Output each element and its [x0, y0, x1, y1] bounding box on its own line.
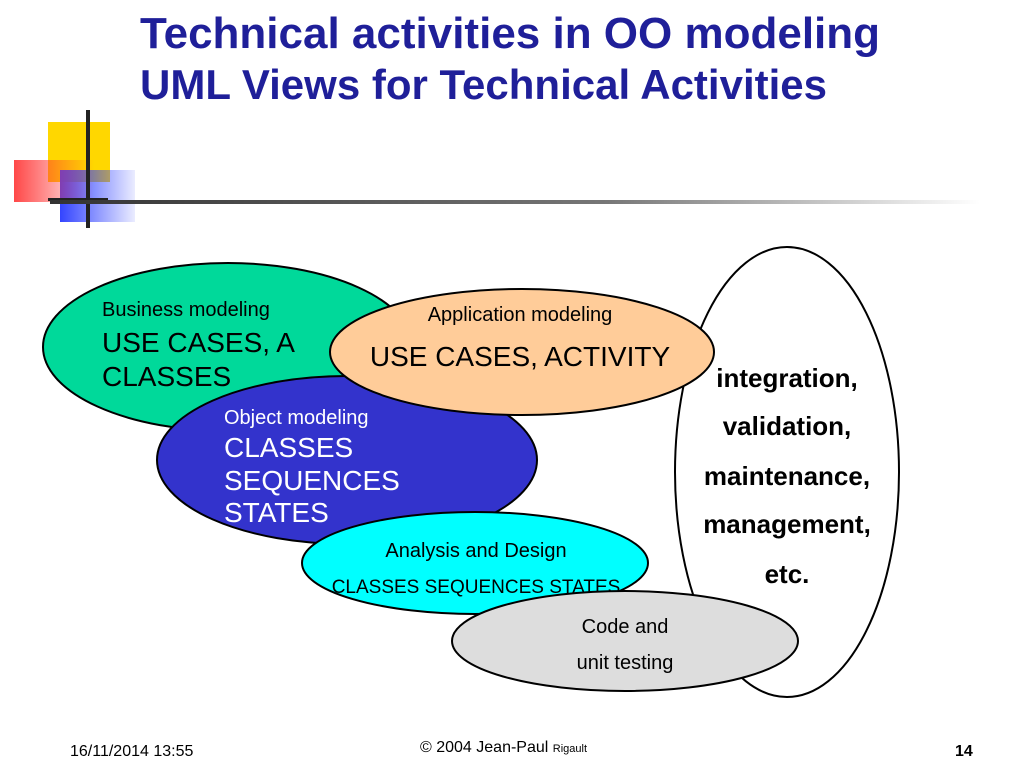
title-block: Technical activities in OO modeling UML …: [140, 8, 1000, 110]
integration-line1: integration,: [716, 363, 858, 393]
analysis-design-ellipse: [301, 511, 649, 615]
title-underline: [50, 200, 980, 204]
object-modeling-line1: CLASSES: [224, 432, 353, 463]
object-modeling-line2: SEQUENCES: [224, 465, 400, 496]
integration-ellipse: [674, 246, 900, 698]
object-modeling-line3: STATES: [224, 497, 329, 528]
footer-copyright-small: Rigault: [552, 743, 588, 755]
analysis-design-heading: Analysis and Design: [385, 540, 566, 562]
decorative-logo-icon: [14, 110, 135, 228]
integration-line3: maintenance,: [704, 461, 870, 491]
code-testing-line2: unit testing: [577, 652, 674, 674]
analysis-design-line1: CLASSES SEQUENCES STATES: [332, 577, 621, 598]
slide-subtitle: UML Views for Technical Activities: [140, 61, 827, 108]
application-modeling-line1: USE CASES, ACTIVITY: [370, 341, 671, 372]
code-testing-ellipse: [451, 590, 799, 692]
integration-line4: management,: [703, 509, 871, 539]
footer-page-number: 14: [955, 743, 973, 760]
application-modeling-heading: Application modeling: [428, 304, 613, 326]
slide-title: Technical activities in OO modeling: [140, 9, 881, 58]
business-modeling-line2: CLASSES: [102, 361, 231, 392]
application-modeling-ellipse: [329, 288, 715, 416]
code-testing-line1: Code and: [582, 616, 669, 638]
object-modeling-heading: Object modeling: [224, 407, 369, 429]
footer-copyright-text: © 2004 Jean-Paul: [420, 739, 549, 756]
business-modeling-heading: Business modeling: [102, 299, 270, 321]
footer-copyright: © 2004 Jean-Paul Rigault: [420, 739, 587, 757]
integration-line2: validation,: [723, 411, 852, 441]
integration-line5: etc.: [765, 559, 810, 589]
business-modeling-line1: USE CASES, A: [102, 327, 295, 358]
footer-date: 16/11/2014 13:55: [70, 743, 194, 760]
